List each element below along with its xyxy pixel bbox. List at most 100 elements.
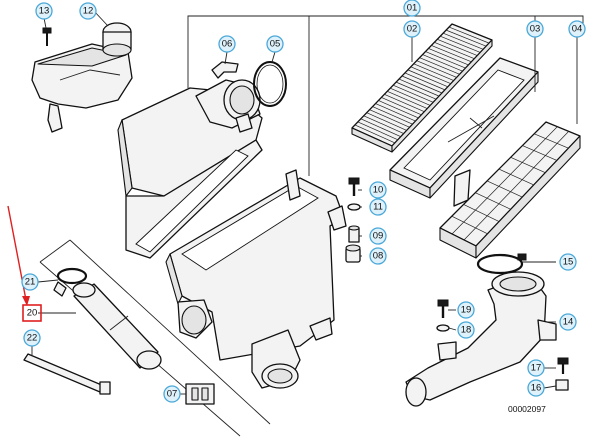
hose-20 xyxy=(72,282,162,370)
pleat-line xyxy=(387,90,428,109)
callout-label: 18 xyxy=(461,325,472,336)
callout-label: 10 xyxy=(373,185,384,196)
pleat-line xyxy=(440,35,481,53)
filter-element xyxy=(351,23,493,153)
pleat-line xyxy=(431,45,472,63)
bolt-10 xyxy=(348,177,360,196)
leader-lines xyxy=(31,10,578,395)
callout-19: 19 xyxy=(457,301,475,319)
screw-17 xyxy=(557,357,569,374)
mount-08 xyxy=(345,244,361,263)
callout-label: 09 xyxy=(373,231,384,242)
bracket-07 xyxy=(185,383,215,405)
callout-14: 14 xyxy=(559,313,577,331)
pleat-line xyxy=(428,48,469,66)
pleat-line xyxy=(416,60,457,78)
callout-label: 03 xyxy=(530,24,541,35)
washer-11 xyxy=(347,203,361,211)
pleat-line xyxy=(384,94,425,113)
pleat-line xyxy=(443,32,484,50)
callout-label: 02 xyxy=(407,24,418,35)
pleat-line xyxy=(419,57,460,75)
callout-09: 09 xyxy=(369,227,387,245)
nut-16 xyxy=(555,379,569,391)
pleat-line xyxy=(407,69,449,88)
callout-label: 20 xyxy=(27,308,38,319)
callout-label: 05 xyxy=(270,39,281,50)
filter-pleats xyxy=(354,26,490,144)
callout-16: 16 xyxy=(527,379,545,397)
callout-label: 17 xyxy=(531,363,542,374)
callout-label: 06 xyxy=(222,39,233,50)
filter-frame xyxy=(389,57,539,199)
grid-lines xyxy=(451,126,569,241)
callout-21: 21 xyxy=(21,273,39,291)
pleat-line xyxy=(422,54,463,72)
callout-label: 13 xyxy=(39,6,50,17)
grid-line xyxy=(451,215,488,235)
callout-label: 19 xyxy=(461,305,472,316)
intake-duct xyxy=(405,271,557,407)
pleat-line xyxy=(390,87,431,106)
callout-20-highlighted: 20 xyxy=(22,304,42,322)
pleat-line xyxy=(375,103,416,122)
pleat-line xyxy=(395,81,437,100)
callout-13: 13 xyxy=(35,2,53,20)
callout-label: 14 xyxy=(563,317,574,328)
pleat-line xyxy=(354,124,396,144)
cable-tie-22 xyxy=(23,353,111,395)
air-box-upper xyxy=(117,79,263,259)
grid-line xyxy=(451,126,558,235)
grid-line xyxy=(522,145,558,161)
seal-ring-05 xyxy=(253,61,287,107)
callout-label: 07 xyxy=(167,389,178,400)
callout-01: 01 xyxy=(403,0,421,17)
pleat-line xyxy=(445,29,487,47)
hose-clamp-15 xyxy=(476,253,527,275)
pleat-line xyxy=(437,38,478,56)
pleat-line xyxy=(381,97,422,116)
callout-label: 16 xyxy=(531,383,542,394)
callout-02: 02 xyxy=(403,20,421,38)
callout-label: 08 xyxy=(373,251,384,262)
callout-17: 17 xyxy=(527,359,545,377)
callout-label: 11 xyxy=(373,202,383,213)
pleat-line xyxy=(363,115,404,134)
callout-label: 12 xyxy=(83,6,94,17)
grid-line xyxy=(486,180,523,198)
pleat-line xyxy=(413,63,454,81)
pleat-line xyxy=(357,121,399,141)
bolt-19 xyxy=(437,299,449,318)
callout-label: 04 xyxy=(572,24,583,35)
grid-frame xyxy=(439,121,581,259)
pleat-line xyxy=(404,72,446,91)
pleat-line xyxy=(378,100,419,119)
callout-08: 08 xyxy=(369,247,387,265)
callout-11: 11 xyxy=(369,198,387,216)
grid-line xyxy=(510,157,546,173)
callout-04: 04 xyxy=(568,20,586,38)
callout-label: 01 xyxy=(407,3,418,14)
washer-18 xyxy=(436,324,450,332)
pleat-line xyxy=(393,84,434,103)
callout-label: 22 xyxy=(27,333,38,344)
clip-06 xyxy=(211,61,239,79)
callout-22: 22 xyxy=(23,329,41,347)
mount-09 xyxy=(348,225,360,243)
bolt-13 xyxy=(42,27,52,46)
callout-03: 03 xyxy=(526,20,544,38)
callout-18: 18 xyxy=(457,321,475,339)
callout-12: 12 xyxy=(79,2,97,20)
callout-10: 10 xyxy=(369,181,387,199)
grid-line xyxy=(498,168,534,186)
pleat-line xyxy=(360,118,401,137)
highlight-arrow xyxy=(7,205,30,306)
hose-clamp-21 xyxy=(53,267,88,297)
pleat-line xyxy=(372,106,413,125)
grid-line xyxy=(463,131,569,241)
grid-line xyxy=(463,204,500,222)
pleat-line xyxy=(369,109,410,128)
callout-07: 07 xyxy=(163,385,181,403)
document-number: 00002097 xyxy=(508,404,546,414)
